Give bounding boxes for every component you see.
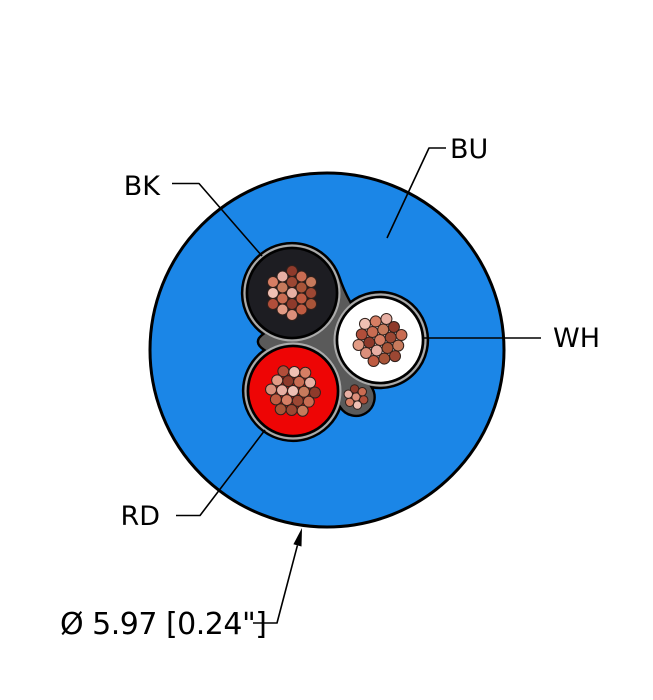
copper-strand bbox=[369, 315, 382, 328]
copper-strand bbox=[277, 365, 290, 378]
copper-strand bbox=[305, 276, 318, 288]
label-bu: BU bbox=[450, 134, 488, 165]
copper-strand bbox=[308, 386, 321, 399]
copper-strand bbox=[295, 303, 308, 316]
filler-strand bbox=[343, 389, 353, 399]
copper-strand bbox=[299, 366, 312, 379]
wh-sheen-ring bbox=[333, 293, 427, 387]
copper-strand bbox=[355, 328, 368, 341]
copper-strand bbox=[358, 317, 371, 330]
copper-strand bbox=[276, 270, 289, 283]
copper-strand bbox=[352, 338, 365, 351]
copper-strand bbox=[392, 339, 405, 352]
copper-strand bbox=[304, 376, 317, 389]
copper-strand bbox=[265, 383, 278, 396]
copper-strand bbox=[296, 404, 309, 417]
copper-strand bbox=[271, 374, 284, 387]
copper-strand bbox=[274, 403, 287, 416]
rd-sheen-ring bbox=[244, 342, 342, 440]
copper-strand bbox=[266, 276, 279, 288]
copper-strand bbox=[285, 404, 298, 417]
label-wh: WH bbox=[553, 323, 600, 354]
copper-strand bbox=[295, 270, 308, 283]
copper-strand bbox=[286, 265, 298, 277]
copper-strand bbox=[276, 303, 289, 316]
bk-sheen-ring bbox=[243, 244, 341, 342]
filler-strand bbox=[349, 384, 360, 394]
filler-strand bbox=[357, 387, 367, 397]
copper-strand bbox=[286, 309, 298, 321]
rd-leader-line bbox=[176, 429, 266, 517]
conductor-layer bbox=[243, 244, 427, 440]
copper-strand bbox=[380, 312, 393, 325]
copper-strand bbox=[395, 329, 408, 342]
copper-strand bbox=[378, 352, 391, 365]
copper-strand bbox=[305, 298, 318, 310]
copper-strand bbox=[305, 287, 318, 299]
copper-strand bbox=[389, 350, 402, 363]
bk-leader-line bbox=[172, 182, 263, 257]
filler-strand bbox=[345, 397, 355, 407]
label-bk: BK bbox=[124, 171, 162, 202]
copper-strand bbox=[302, 395, 315, 408]
dimension-leader-line bbox=[253, 545, 299, 624]
copper-strand bbox=[269, 393, 282, 406]
label-outer-diameter: Ø 5.97 [0.24"] bbox=[60, 607, 267, 642]
filler-strand bbox=[352, 400, 363, 410]
copper-strand bbox=[360, 346, 373, 359]
copper-strand bbox=[288, 365, 301, 378]
dimension-arrowhead bbox=[293, 528, 302, 547]
label-rd: RD bbox=[120, 501, 160, 532]
bu-leader-line bbox=[386, 147, 446, 239]
copper-strand bbox=[387, 321, 400, 334]
copper-strand bbox=[266, 298, 279, 310]
copper-strand bbox=[266, 287, 279, 299]
